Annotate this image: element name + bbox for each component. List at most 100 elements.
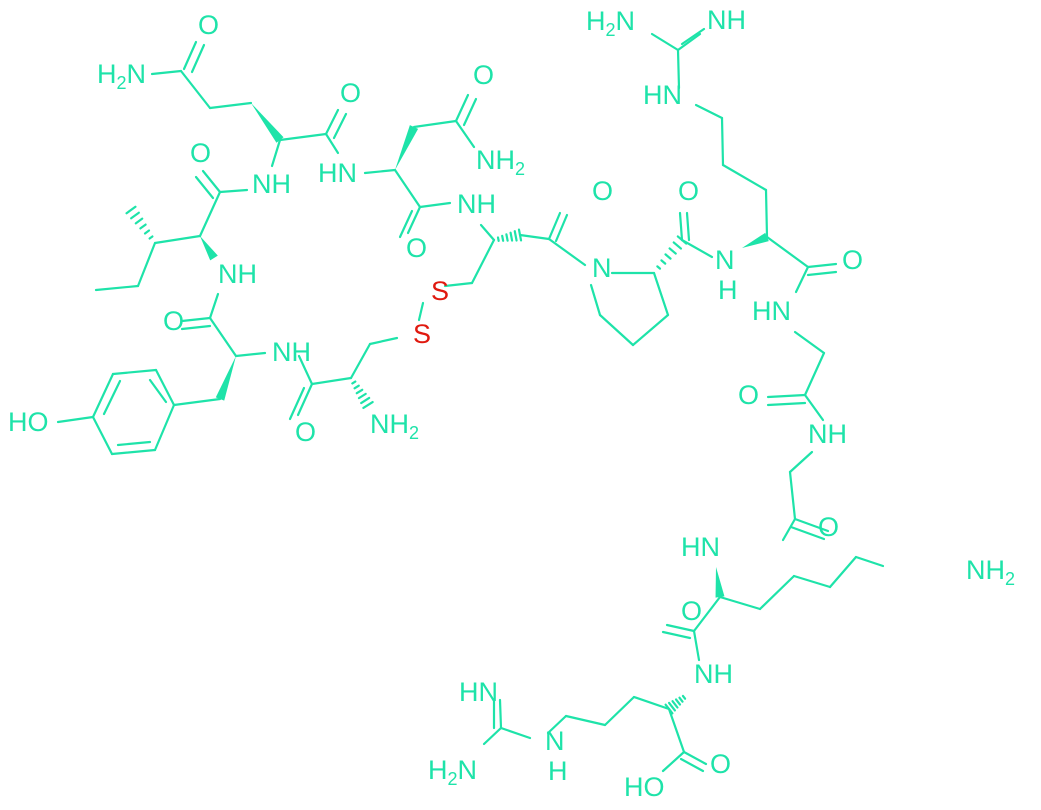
hash-bond-segment	[496, 236, 500, 242]
single-bond	[680, 238, 714, 259]
single-bond	[667, 707, 686, 754]
single-bond	[678, 211, 684, 242]
single-bond	[111, 368, 158, 376]
hash-bond-segment	[130, 211, 140, 220]
single-bond	[788, 470, 797, 521]
single-bond	[94, 284, 140, 292]
single-bond	[234, 351, 267, 358]
single-bond	[598, 313, 635, 347]
double-bond-line	[398, 209, 414, 239]
single-bond	[682, 750, 708, 766]
hash-bond-segment	[509, 231, 514, 242]
hash-bond-segment	[501, 234, 505, 242]
atom-label-tyr-nh: NH	[272, 337, 311, 367]
single-bond	[764, 188, 769, 239]
single-bond	[179, 69, 212, 110]
atom-label-arg2-nh: NH	[694, 659, 733, 689]
hash-bond-segment	[668, 247, 677, 255]
atom-label-asn-o-side: O	[473, 60, 494, 90]
single-bond	[91, 415, 114, 456]
double-bond-line	[190, 43, 206, 74]
atom-label-arg2-hn-imine: HN	[459, 677, 498, 707]
hash-bond-segment	[139, 223, 147, 230]
wedge-bond	[200, 236, 218, 261]
atom-label-asn-hn: HN	[318, 158, 357, 188]
single-bond	[454, 93, 470, 123]
single-bond	[781, 517, 797, 542]
single-bond	[694, 103, 724, 120]
atom-label-pro-o: O	[678, 176, 699, 206]
single-bond	[368, 336, 399, 346]
single-bond	[172, 397, 222, 407]
bond-layer	[56, 27, 885, 773]
hash-bond-segment	[660, 259, 667, 265]
hash-bond-segment	[656, 265, 662, 270]
single-bond	[91, 372, 115, 419]
hash-bond-segment	[143, 229, 151, 235]
single-bond	[479, 223, 496, 242]
hash-bond-segment	[678, 696, 684, 703]
atom-label-gln-nh2: H2N	[97, 59, 146, 93]
single-bond	[482, 726, 503, 746]
double-bond-line	[806, 270, 838, 277]
atom-label-arg-nh-imine: NH	[707, 5, 746, 35]
single-bond	[218, 188, 249, 194]
single-bond	[180, 316, 212, 323]
atom-label-arg2-h2n: H2N	[428, 755, 477, 789]
single-bond	[116, 440, 152, 447]
atom-label-gly1-o: O	[738, 380, 759, 410]
atom-label-tyr-o: O	[163, 306, 184, 336]
atom-label-arg-h: H	[718, 275, 738, 305]
wedge-bond	[215, 356, 236, 401]
single-bond	[631, 313, 670, 347]
hash-bond-segment	[681, 694, 687, 700]
single-bond	[806, 262, 838, 269]
atom-label-gln-nh: NH	[252, 169, 291, 199]
single-bond	[310, 376, 353, 386]
single-bond	[363, 168, 397, 175]
atom-label-lys-o: O	[681, 596, 702, 626]
single-bond	[153, 403, 176, 452]
single-bond	[665, 623, 696, 633]
single-bond	[297, 354, 314, 386]
hash-bond-segment	[134, 217, 144, 225]
atom-label-ile-o: O	[190, 138, 211, 168]
single-bond	[102, 379, 122, 416]
hash-bond-segment	[513, 230, 518, 242]
atom-label-cooh-ho: HO	[624, 772, 665, 802]
atom-label-pro-n: N	[592, 253, 612, 283]
single-bond	[793, 517, 830, 533]
single-bond	[661, 750, 686, 773]
single-bond	[208, 292, 220, 320]
double-bond-line	[194, 175, 215, 200]
single-bond	[296, 382, 314, 417]
wedge-bond	[395, 125, 419, 170]
hash-bond-segment	[505, 233, 509, 242]
single-bond	[56, 415, 95, 424]
single-bond	[676, 32, 702, 52]
single-bond	[406, 205, 422, 235]
single-bond	[154, 368, 176, 407]
single-bond	[518, 233, 551, 241]
hash-bond-segment	[351, 380, 357, 385]
double-bond-line	[661, 630, 692, 640]
single-bond	[603, 695, 636, 727]
single-bond	[148, 378, 168, 404]
single-bond	[136, 241, 157, 288]
single-bond	[324, 132, 340, 155]
double-bond-line	[554, 213, 569, 243]
atom-label-s2: S	[413, 319, 431, 349]
atom-label-lys-nh2: NH2	[966, 555, 1015, 589]
single-bond	[803, 393, 825, 422]
double-bond-line	[766, 401, 807, 407]
single-bond	[676, 48, 681, 90]
single-bond	[564, 714, 607, 727]
double-bond-line	[180, 324, 212, 331]
hash-bond-segment	[355, 388, 364, 395]
single-bond	[454, 119, 476, 149]
single-bond	[652, 271, 670, 317]
single-bond	[794, 265, 810, 294]
single-bond	[349, 342, 372, 380]
wedge-bond	[715, 567, 725, 598]
